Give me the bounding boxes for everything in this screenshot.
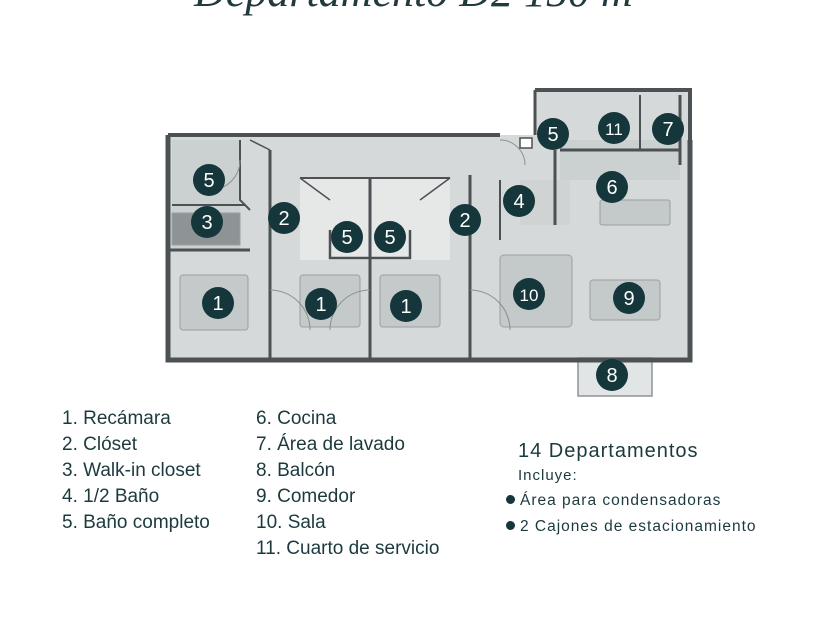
room-marker-circle [202,287,234,319]
legend-item: 7. Área de lavado [256,434,405,455]
room-marker-label: 5 [341,227,352,249]
legend-item: 8. Balcón [256,460,336,481]
room-marker-circle [449,204,481,236]
room-marker-circle [191,206,223,238]
shaft-opening [519,137,533,149]
units-count: 14 Departamentos [518,440,699,462]
room-marker-label: 4 [513,191,524,213]
room-marker-circle [331,221,363,253]
legend-item: 6. Cocina [256,408,337,429]
room-marker-label: 5 [203,170,214,192]
room-marker-5: 5 [374,221,406,253]
room-marker-circle [596,359,628,391]
room-marker-label: 1 [315,294,326,316]
room-marker-11: 11 [598,112,630,144]
bullet-icon [506,495,515,504]
legend-item: 2. Clóset [62,434,137,455]
room-marker-label: 7 [662,119,673,141]
legend-left: 1. Recámara 2. Clóset 3. Walk-in closet … [62,406,210,536]
floor-area [168,90,690,397]
room-marker-5: 5 [193,164,225,196]
page-title: Departamento D2 150 m² [0,0,840,17]
room-marker-4: 4 [503,185,535,217]
legend-item: 11. Cuarto de servicio [256,538,440,559]
room-marker-circle [598,112,630,144]
room-marker-label: 8 [606,365,617,387]
room-marker-5: 5 [537,118,569,150]
room-marker-label: 11 [605,120,623,139]
legend-item: 9. Comedor [256,486,356,507]
room-marker-circle [390,290,422,322]
legend-item: 4. 1/2 Baño [62,486,160,507]
room-marker-circle [613,282,645,314]
room-marker-6: 6 [596,171,628,203]
room-marker-1: 1 [305,288,337,320]
bullet-icon [506,521,515,530]
room-marker-label: 9 [623,288,634,310]
legend-item: 1. Recámara [62,408,171,429]
room-marker-label: 10 [520,286,539,305]
includes-label: Incluye: [518,467,578,484]
room-marker-circle [513,278,545,310]
room-marker-5: 5 [331,221,363,253]
room-marker-10: 10 [513,278,545,310]
room-marker-label: 1 [212,293,223,315]
room-marker-circle [503,185,535,217]
info-box: 14 Departamentos Incluye: Área para cond… [506,440,757,536]
legend-right: 6. Cocina 7. Área de lavado 8. Balcón 9.… [256,406,439,562]
room-marker-circle [374,221,406,253]
room-marker-7: 7 [652,113,684,145]
room-marker-label: 2 [459,210,470,232]
room-marker-2: 2 [268,202,300,234]
room-marker-9: 9 [613,282,645,314]
room-marker-label: 6 [606,177,617,199]
include-item: 2 Cajones de estacionamiento [506,518,757,536]
legend-item: 3. Walk-in closet [62,460,201,481]
legend-item: 10. Sala [256,512,326,533]
room-marker-1: 1 [202,287,234,319]
room-marker-2: 2 [449,204,481,236]
include-text: Área para condensadoras [520,492,722,509]
legend-item: 5. Baño completo [62,512,210,533]
room-marker-label: 5 [547,124,558,146]
room-marker-circle [596,171,628,203]
include-text: 2 Cajones de estacionamiento [520,518,757,535]
room-marker-circle [268,202,300,234]
room-marker-label: 5 [384,227,395,249]
room-marker-3: 3 [191,206,223,238]
room-marker-8: 8 [596,359,628,391]
room-marker-label: 2 [278,208,289,230]
room-marker-circle [305,288,337,320]
room-marker-1: 1 [390,290,422,322]
room-marker-circle [193,164,225,196]
room-marker-label: 1 [400,296,411,318]
room-marker-label: 3 [201,212,212,234]
room-marker-circle [652,113,684,145]
include-item: Área para condensadoras [506,492,757,510]
room-marker-circle [537,118,569,150]
walls [165,88,693,363]
